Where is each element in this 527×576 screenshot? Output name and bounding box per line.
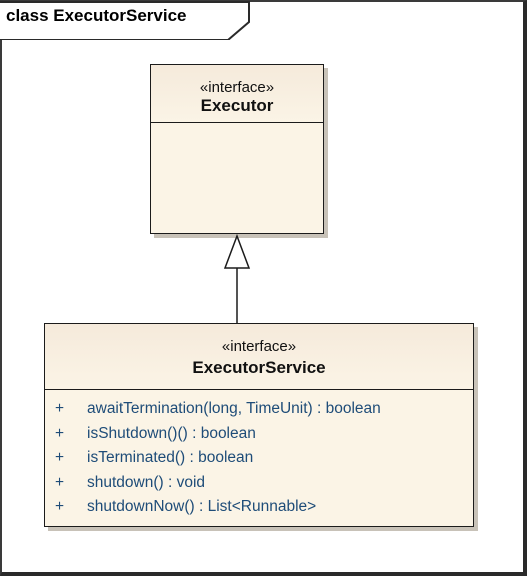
operations-list: + awaitTermination(long, TimeUnit) : bool… [45,390,473,520]
executor-service-name: ExecutorService [192,358,326,377]
operation-shutdown-now[interactable]: + shutdownNow() : List<Runnable> [55,495,473,520]
visibility-marker: + [55,449,65,466]
operation-await-termination[interactable]: + awaitTermination(long, TimeUnit) : bool… [55,397,473,422]
operation-signature: awaitTermination(long, TimeUnit) : boole… [87,400,381,417]
visibility-marker: + [55,400,65,417]
operation-shutdown[interactable]: + shutdown() : void [55,471,473,496]
executor-service-stereotype: «interface» [221,338,297,355]
operation-signature: shutdown() : void [87,473,206,491]
visibility-marker: + [55,473,65,491]
operation-is-shutdown[interactable]: + isShutdown()() : boolean [55,422,473,447]
frame-title: class ExecutorService [6,6,187,25]
operation-signature: shutdownNow() : List<Runnable> [87,498,317,515]
executor-service-interface[interactable]: «interface» ExecutorService + awaitTermin… [44,323,474,527]
executor-header: «interface» Executor [151,65,323,123]
executor-name: Executor [200,96,274,115]
executor-service-header: «interface» ExecutorService [45,324,473,390]
frame-label-tab [0,1,250,40]
operation-is-terminated[interactable]: + isTerminated() : boolean [55,446,473,471]
operation-signature: isShutdown()() : boolean [87,424,256,442]
operation-signature: isTerminated() : boolean [87,449,254,466]
visibility-marker: + [55,424,65,442]
executor-stereotype: «interface» [199,79,275,96]
executor-interface[interactable]: «interface» Executor [150,64,324,234]
visibility-marker: + [55,498,65,515]
